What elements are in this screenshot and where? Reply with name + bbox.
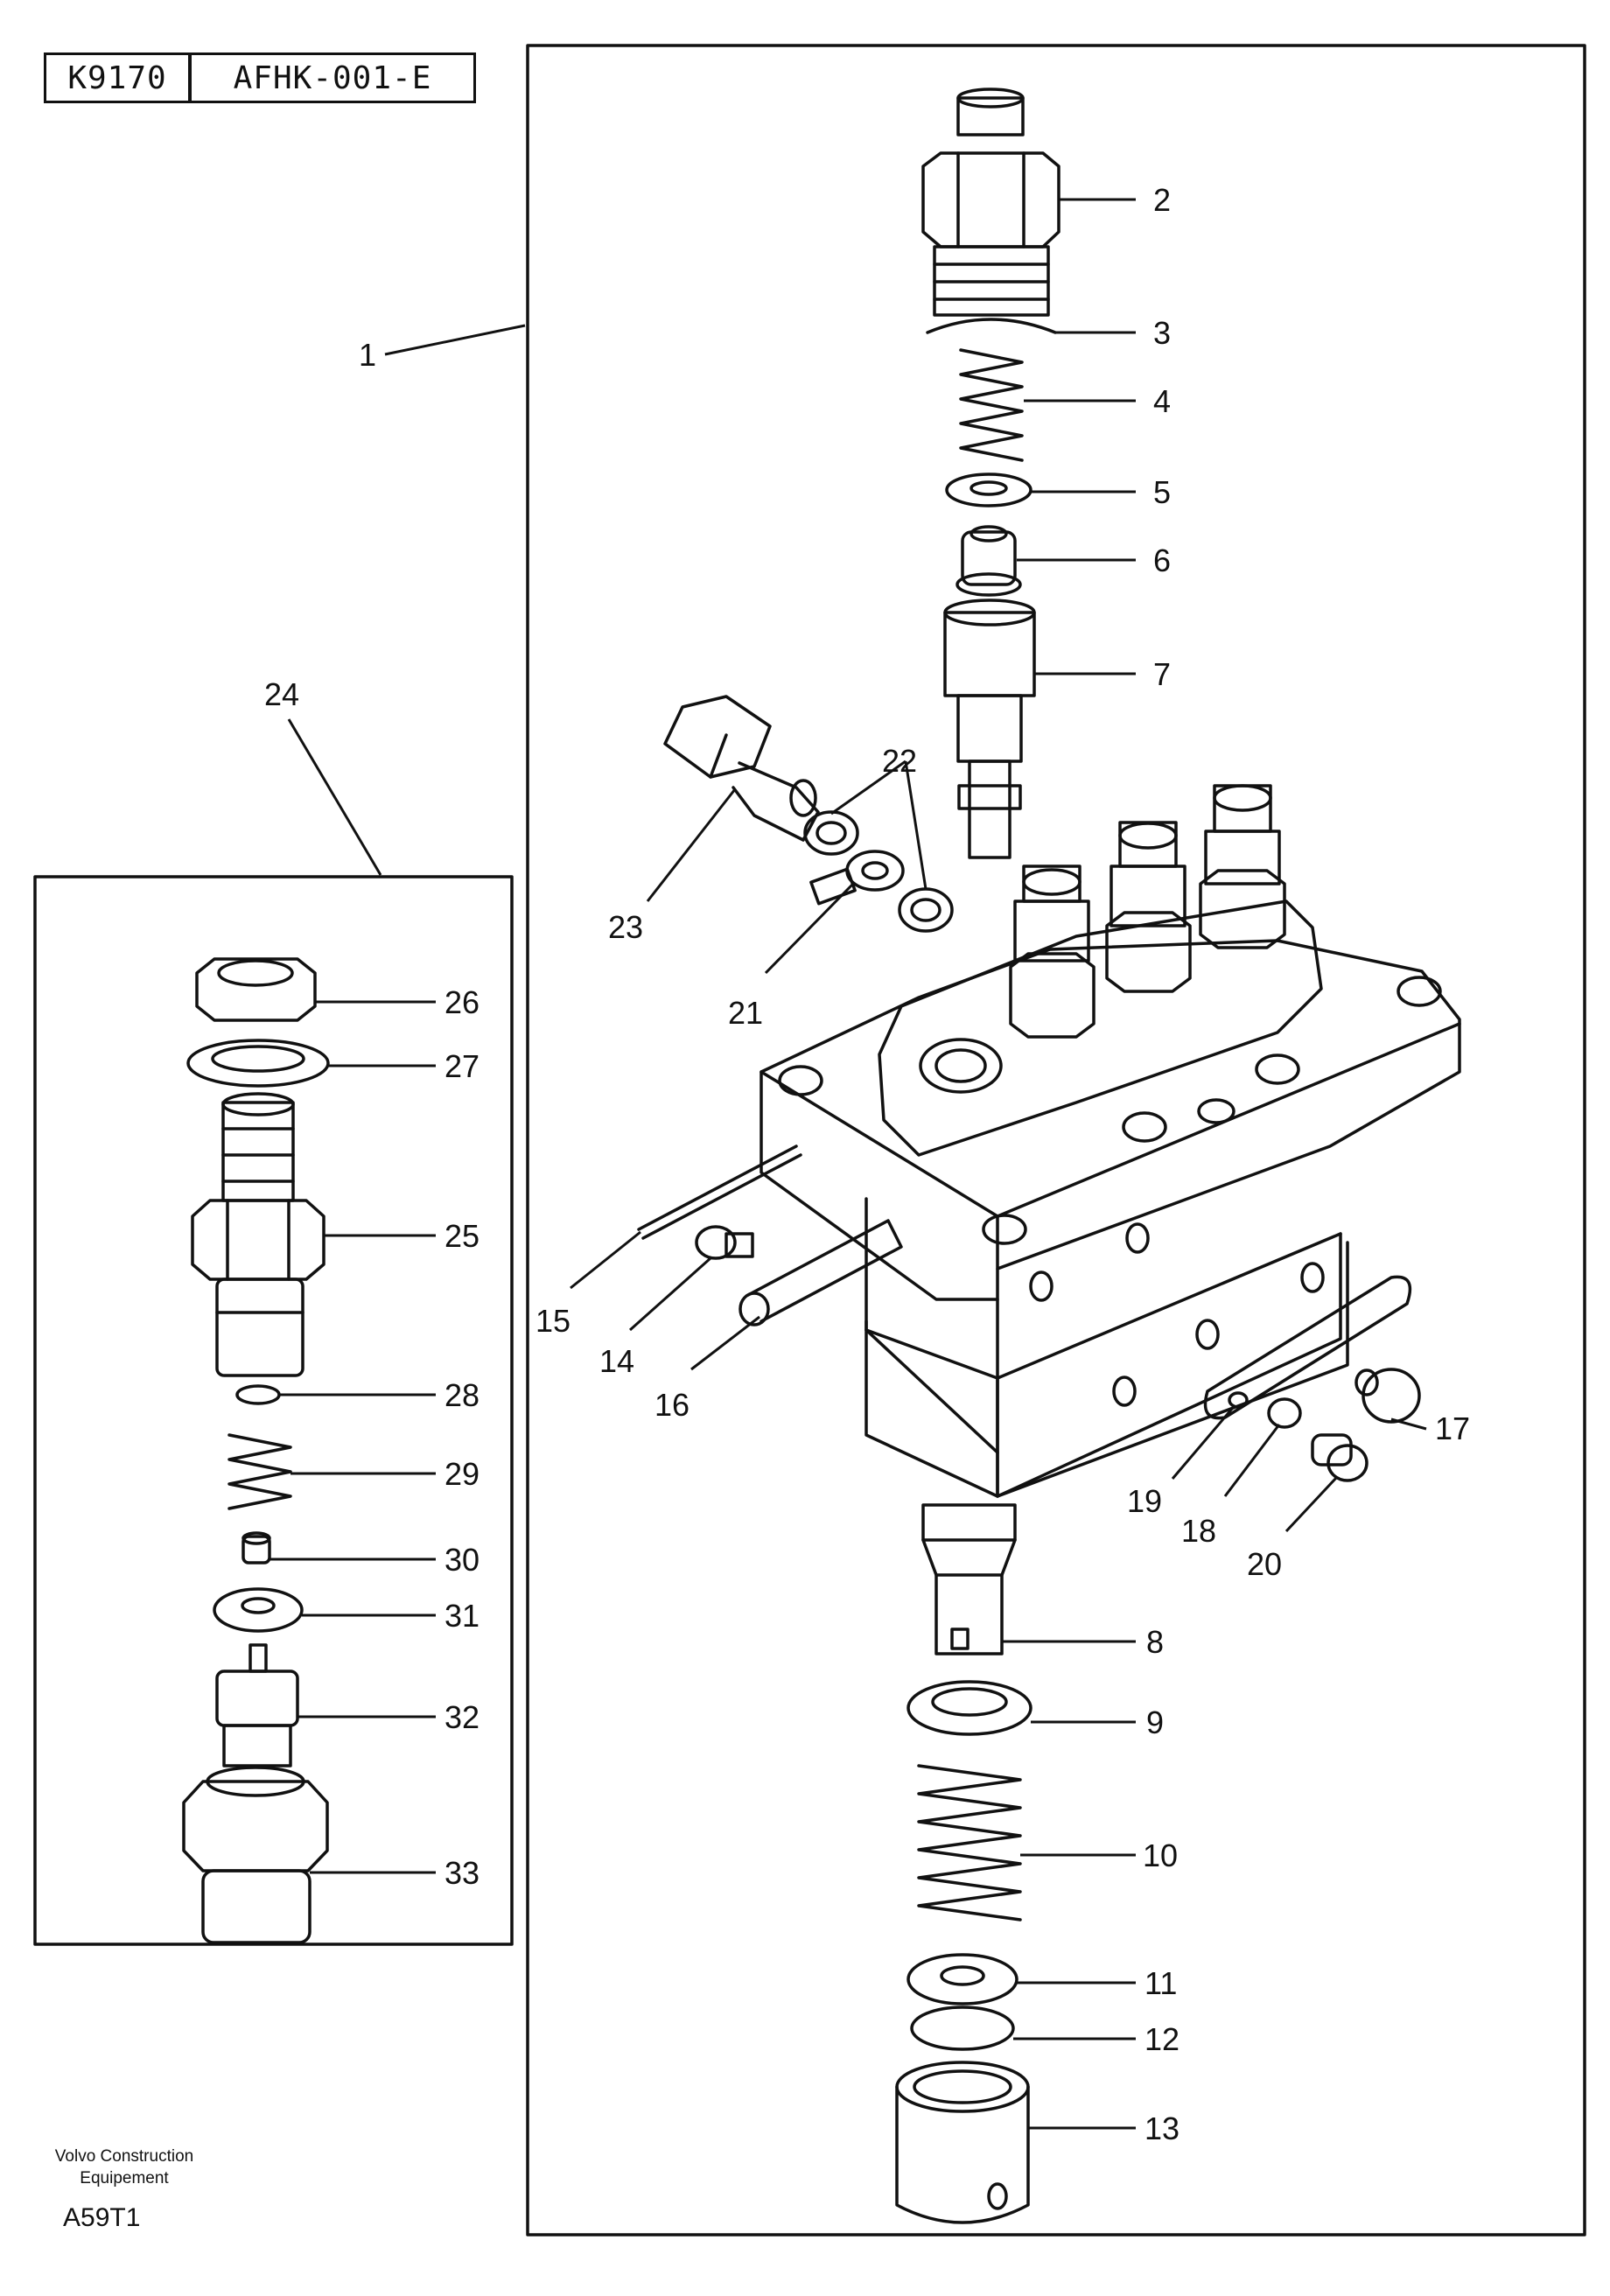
callout-1: 1 [359, 337, 376, 373]
callout-23: 23 [608, 909, 643, 945]
callout-labels: 1 2 3 4 5 6 7 8 9 10 11 12 13 14 15 16 1… [264, 182, 1470, 2146]
spacer-part-30 [242, 1531, 271, 1564]
callout-11: 11 [1144, 1965, 1177, 2001]
pump-housing [760, 900, 1461, 1498]
callout-32: 32 [444, 1699, 480, 1735]
callout-16: 16 [654, 1387, 690, 1423]
callout-30: 30 [444, 1542, 480, 1578]
nut-part-26 [195, 957, 317, 1022]
plunger-spring-part-10 [917, 1764, 1022, 1922]
callout-21: 21 [728, 995, 763, 1031]
brand-label: Volvo Construction Equipement [37, 2146, 212, 2189]
delivery-outlet-b [1105, 821, 1192, 993]
callout-25: 25 [444, 1218, 480, 1254]
callout-7: 7 [1153, 656, 1171, 692]
callout-3: 3 [1153, 315, 1171, 351]
callout-2: 2 [1153, 182, 1171, 218]
control-sleeve-part-8 [921, 1503, 1017, 1656]
tappet-part-13 [895, 2061, 1030, 2224]
delivery-outlet-a [1009, 864, 1096, 1039]
delivery-valve-part-6 [956, 525, 1022, 597]
washer-part-5 [945, 472, 1032, 508]
spring-seat-part-9 [906, 1680, 1032, 1736]
injector-subassembly-frame [33, 875, 514, 1946]
callout-33: 33 [444, 1855, 480, 1891]
callout-20: 20 [1247, 1546, 1282, 1582]
brand-line-1: Volvo Construction [54, 2147, 194, 2166]
callout-17: 17 [1435, 1410, 1470, 1446]
callout-14: 14 [599, 1343, 634, 1379]
rod-part-15 [637, 1144, 798, 1231]
banjo-fitting-part-21 [809, 850, 905, 906]
nozzle-seat-part-31 [213, 1587, 304, 1633]
main-assembly-frame [526, 44, 1586, 2236]
gasket-part-3 [926, 318, 1057, 334]
callout-22: 22 [882, 743, 917, 779]
washer-part-28 [235, 1384, 281, 1405]
seal-ring-part-22b [898, 887, 954, 933]
callout-27: 27 [444, 1048, 480, 1084]
callout-8: 8 [1146, 1624, 1164, 1660]
screw-part-20 [1311, 1433, 1368, 1482]
spring-washer-part-18 [1267, 1397, 1302, 1429]
plug-part-17 [1354, 1368, 1421, 1424]
control-rack-part-19 [1203, 1275, 1412, 1420]
callout-24: 24 [264, 676, 299, 712]
spring-seat-part-11 [906, 1953, 1018, 2006]
shim-part-12 [910, 2006, 1015, 2051]
diagram-reference: AFHK-001-E [189, 52, 476, 103]
callout-28: 28 [444, 1377, 480, 1413]
delivery-valve-seat-part-7 [943, 598, 1036, 859]
delivery-outlet-c [1199, 784, 1286, 949]
illustration-code: A59T1 [63, 2203, 141, 2232]
pin-part-16 [738, 1219, 903, 1326]
callout-31: 31 [444, 1598, 480, 1634]
nozzle-holder-part-25 [191, 1092, 326, 1377]
catalog-code: K9170 [44, 52, 191, 103]
banjo-bolt-part-23 [663, 695, 820, 842]
callout-15: 15 [536, 1303, 570, 1339]
callout-12: 12 [1144, 2021, 1180, 2057]
callout-26: 26 [444, 984, 480, 1020]
callout-29: 29 [444, 1456, 480, 1492]
spring-part-29 [228, 1433, 292, 1510]
callout-9: 9 [1146, 1704, 1164, 1740]
seal-ring-part-22a [803, 810, 859, 856]
callout-10: 10 [1143, 1838, 1178, 1873]
callout-13: 13 [1144, 2110, 1180, 2146]
delivery-valve-holder-part-2 [921, 88, 1060, 317]
callout-19: 19 [1127, 1483, 1162, 1519]
brand-line-2: Equipement [80, 2169, 169, 2188]
callout-5: 5 [1153, 474, 1171, 510]
nozzle-nut-part-33 [182, 1766, 329, 1944]
callout-6: 6 [1153, 542, 1171, 578]
nozzle-part-32 [215, 1643, 299, 1768]
callout-18: 18 [1181, 1513, 1216, 1549]
screw-part-14 [695, 1225, 754, 1260]
spring-part-4 [959, 348, 1024, 462]
washer-part-27 [186, 1039, 330, 1088]
callout-4: 4 [1153, 383, 1171, 419]
